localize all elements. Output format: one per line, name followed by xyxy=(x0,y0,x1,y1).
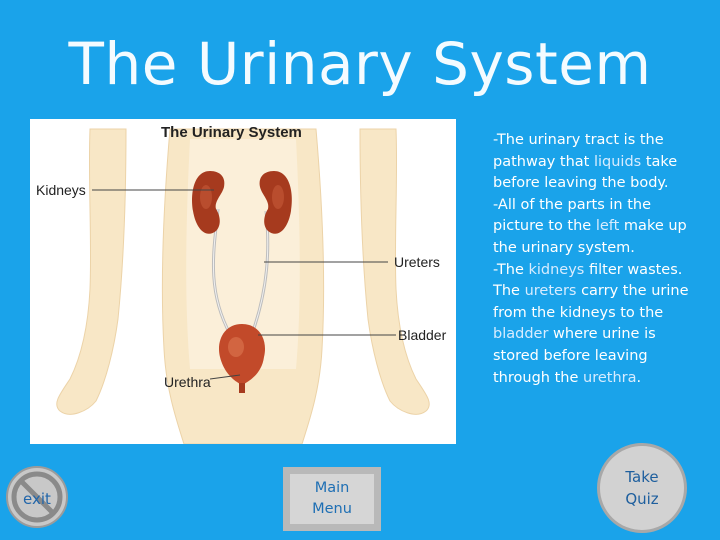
take-quiz-button[interactable]: Take Quiz xyxy=(597,443,687,533)
desc-highlight-liquids: liquids xyxy=(593,153,642,170)
desc-part: make up the urinary system. xyxy=(493,218,687,256)
desc-part: . xyxy=(636,369,642,386)
desc-part: carry the urine from the kidneys to the xyxy=(493,283,689,321)
label-ureters: Ureters xyxy=(394,254,440,270)
desc-part: take before leaving the body. xyxy=(493,153,678,192)
main-menu-button[interactable]: Main Menu xyxy=(283,467,381,531)
desc-highlight-left: left xyxy=(595,218,620,235)
urinary-system-diagram: The Urinary System Kidneys Ureters Bladd… xyxy=(30,119,456,444)
desc-highlight-urethra: urethra xyxy=(583,369,637,386)
desc-part: where urine is stored before leaving thr… xyxy=(493,326,656,386)
desc-part: -All of the parts in the picture to the xyxy=(493,196,652,235)
label-kidneys: Kidneys xyxy=(36,182,86,198)
label-bladder: Bladder xyxy=(398,327,447,343)
kidneys xyxy=(192,171,292,234)
description-text: -The urinary tract is the pathway that l… xyxy=(493,130,693,389)
label-urethra: Urethra xyxy=(164,374,211,390)
diagram-svg: The Urinary System Kidneys Ureters Bladd… xyxy=(36,124,447,444)
exit-button[interactable]: exit xyxy=(6,466,68,528)
slide-title: The Urinary System xyxy=(68,30,652,98)
bladder xyxy=(218,324,266,393)
no-entry-icon xyxy=(11,471,63,523)
desc-highlight-bladder: bladder xyxy=(493,326,549,343)
leader-lines xyxy=(92,189,396,380)
desc-highlight-kidneys: kidneys xyxy=(528,261,585,278)
desc-part: -The urinary tract is the pathway that xyxy=(493,132,664,170)
desc-highlight-ureters: ureters xyxy=(524,283,577,300)
desc-part: filter wastes. The xyxy=(493,261,683,300)
main-menu-label: Main Menu xyxy=(290,474,374,524)
diagram-heading: The Urinary System xyxy=(161,124,302,141)
exit-label: exit xyxy=(23,490,51,508)
desc-part: -The xyxy=(493,261,529,278)
